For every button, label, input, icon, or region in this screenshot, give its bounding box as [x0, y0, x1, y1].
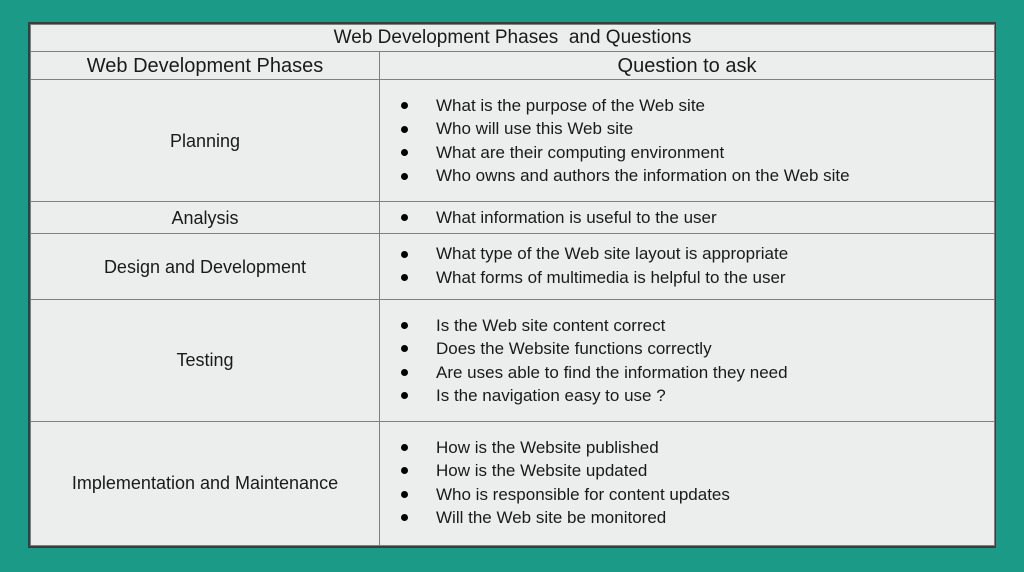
question-list: How is the Website published How is the …: [380, 436, 994, 530]
table-row: Planning What is the purpose of the Web …: [30, 79, 996, 203]
list-item: How is the Website published: [380, 436, 994, 460]
question-text: What type of the Web site layout is appr…: [436, 244, 789, 264]
bullet-icon: [401, 467, 408, 475]
question-text: Does the Website functions correctly: [436, 339, 712, 359]
phases-questions-table: Web Development Phases and Questions Web…: [28, 22, 996, 548]
bullet-icon: [401, 514, 408, 522]
question-text: What information is useful to the user: [436, 208, 717, 228]
table-row: Testing Is the Web site content correct …: [30, 299, 996, 423]
question-text: What forms of multimedia is helpful to t…: [436, 267, 786, 287]
question-text: Is the navigation easy to use ?: [436, 386, 666, 406]
table-title-row: Web Development Phases and Questions: [29, 23, 996, 53]
question-text: Who owns and authors the information on …: [436, 166, 850, 186]
questions-cell-testing: Is the Web site content correct Does the…: [378, 299, 996, 423]
phase-name-testing: Testing: [30, 299, 380, 423]
phase-name-planning: Planning: [30, 79, 380, 203]
list-item: Is the navigation easy to use ?: [380, 384, 994, 408]
bullet-icon: [401, 345, 408, 353]
table-row: Design and Development What type of the …: [30, 233, 996, 301]
question-text: Are uses able to find the information th…: [436, 362, 788, 382]
list-item: What forms of multimedia is helpful to t…: [380, 266, 994, 290]
list-item: What are their computing environment: [380, 141, 994, 165]
list-item: Who owns and authors the information on …: [380, 164, 994, 188]
column-header-phases: Web Development Phases: [30, 51, 380, 81]
bullet-icon: [401, 250, 408, 258]
table-title: Web Development Phases and Questions: [29, 23, 996, 53]
list-item: Who is responsible for content updates: [380, 483, 994, 507]
list-item: How is the Website updated: [380, 459, 994, 483]
questions-cell-analysis: What information is useful to the user: [378, 201, 996, 235]
bullet-icon: [401, 149, 408, 157]
bullet-icon: [401, 443, 408, 451]
table-header-row: Web Development Phases Question to ask: [30, 51, 996, 81]
question-text: How is the Website updated: [436, 461, 648, 480]
phase-name-analysis: Analysis: [30, 201, 380, 235]
question-list: What type of the Web site layout is appr…: [380, 242, 994, 289]
list-item: Are uses able to find the information th…: [380, 361, 994, 385]
question-list: What is the purpose of the Web site Who …: [380, 94, 994, 188]
question-text: Who will use this Web site: [436, 119, 634, 139]
column-header-questions: Question to ask: [378, 51, 996, 81]
list-item: What information is useful to the user: [380, 206, 994, 230]
question-list: Is the Web site content correct Does the…: [380, 314, 994, 408]
bullet-icon: [401, 321, 408, 329]
question-text: How is the Website published: [436, 437, 659, 457]
bullet-icon: [401, 214, 408, 222]
list-item: Who will use this Web site: [380, 117, 994, 141]
phase-name-design-and-development: Design and Development: [30, 233, 380, 301]
question-text: Is the Web site content correct: [436, 315, 666, 335]
list-item: What is the purpose of the Web site: [380, 94, 994, 118]
bullet-icon: [401, 125, 408, 133]
question-list: What information is useful to the user: [380, 206, 994, 230]
list-item: What type of the Web site layout is appr…: [380, 242, 994, 266]
questions-cell-implementation: How is the Website published How is the …: [378, 421, 996, 546]
list-item: Does the Website functions correctly: [380, 337, 994, 361]
question-text: Who is responsible for content updates: [436, 484, 730, 504]
questions-cell-planning: What is the purpose of the Web site Who …: [378, 79, 996, 203]
bullet-icon: [401, 102, 408, 110]
bullet-icon: [401, 392, 408, 400]
phase-name-implementation-and-maintenance: Implementation and Maintenance: [30, 421, 380, 546]
list-item: Will the Web site be monitored: [380, 506, 994, 530]
list-item: Is the Web site content correct: [380, 314, 994, 338]
table-row: Analysis What information is useful to t…: [30, 201, 996, 235]
bullet-icon: [401, 172, 408, 180]
questions-cell-design: What type of the Web site layout is appr…: [378, 233, 996, 301]
question-text: Will the Web site be monitored: [436, 508, 667, 527]
bullet-icon: [401, 490, 408, 498]
question-text: What is the purpose of the Web site: [436, 95, 705, 115]
bullet-icon: [401, 274, 408, 282]
question-text: What are their computing environment: [436, 142, 725, 162]
table-grid: Web Development Phases and Questions Web…: [29, 23, 996, 546]
table-row: Implementation and Maintenance How is th…: [30, 421, 996, 546]
bullet-icon: [401, 368, 408, 376]
